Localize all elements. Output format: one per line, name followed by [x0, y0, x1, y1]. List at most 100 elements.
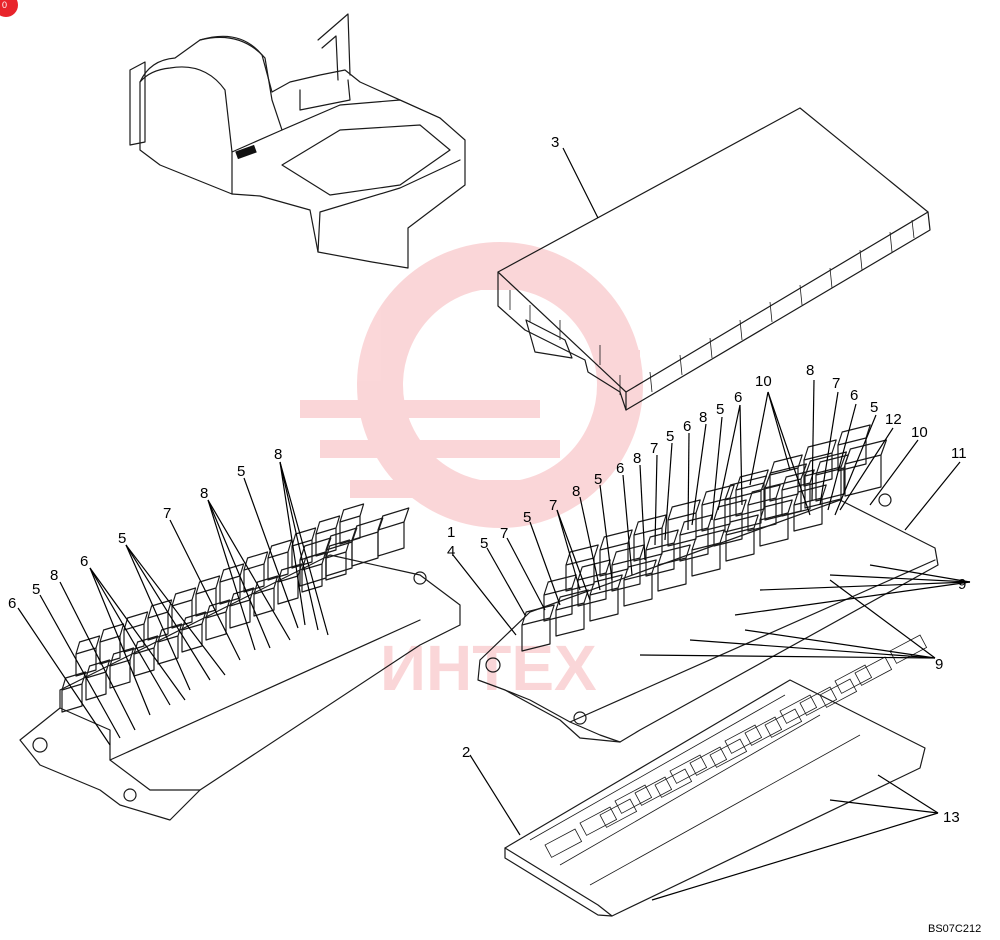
- callout-5-e: 5: [480, 535, 488, 552]
- large-relay-module: [325, 527, 358, 577]
- relay-module: [837, 424, 871, 472]
- callout-5-a: 5: [716, 401, 724, 418]
- callout-8-right-top: 8: [806, 362, 814, 379]
- drawing-reference-code: BS07C212: [928, 923, 981, 935]
- callout-7-right-top: 7: [832, 375, 840, 392]
- leader-9-upper: [734, 564, 971, 616]
- callout-5-c: 5: [594, 471, 602, 488]
- leader-2: [469, 754, 521, 836]
- leader-11: [904, 461, 961, 531]
- relay-module: [747, 484, 781, 532]
- leader-left: [17, 461, 329, 746]
- base-socket: [544, 828, 583, 858]
- large-relay-module: [351, 517, 384, 567]
- relay-module: [667, 499, 701, 547]
- leader-13: [651, 774, 939, 901]
- base-socket: [799, 686, 838, 716]
- callout-6-b: 6: [683, 418, 691, 435]
- callout-7-c: 7: [500, 525, 508, 542]
- callout-8-a: 8: [699, 409, 707, 426]
- svg-text:0: 0: [2, 0, 7, 10]
- callout-5-d: 5: [523, 509, 531, 526]
- callout-12: 12: [885, 411, 902, 428]
- fuse-box-cover: [497, 107, 931, 411]
- relay-module: [291, 527, 317, 569]
- callout-1: 1: [447, 524, 455, 541]
- base-socket: [834, 664, 873, 694]
- callout-6-right-top: 6: [850, 387, 858, 404]
- leader-12: [839, 427, 894, 511]
- relay-module: [725, 514, 759, 562]
- callout-10-right: 10: [911, 424, 928, 441]
- relay-module: [633, 514, 667, 562]
- base-socket: [854, 656, 893, 686]
- leader-10-right: [869, 439, 919, 506]
- large-relay-module: [299, 537, 332, 587]
- large-relay-module: [377, 507, 410, 557]
- fuse-box-location-marker: [235, 144, 257, 160]
- callout-7-a: 7: [650, 440, 658, 457]
- callout-5-b: 5: [666, 428, 674, 445]
- relay-module: [589, 574, 623, 622]
- relay-module: [109, 647, 135, 689]
- callout-3: 3: [551, 134, 559, 151]
- callout-8-left-a: 8: [274, 446, 282, 463]
- relay-module: [195, 575, 221, 617]
- relay-module: [123, 611, 149, 653]
- callout-7-b: 7: [549, 497, 557, 514]
- callout-9-lower: 9: [935, 656, 943, 673]
- base-socket: [634, 776, 673, 806]
- corner-badge: 0: [0, 0, 18, 17]
- relay-module: [803, 439, 837, 487]
- relay-module: [543, 574, 577, 622]
- left-fuse-block-drawing: [19, 554, 461, 821]
- relay-module: [769, 454, 803, 502]
- callout-6-c: 6: [616, 460, 624, 477]
- callout-10-top: 10: [755, 373, 772, 390]
- relay-module: [253, 575, 279, 617]
- callout-13: 13: [943, 809, 960, 826]
- relay-module: [85, 659, 111, 701]
- base-socket: [744, 716, 783, 746]
- relay-module: [623, 559, 657, 607]
- relay-module: [219, 563, 245, 605]
- relay-module: [181, 611, 207, 653]
- callout-5-left-b: 5: [118, 530, 126, 547]
- relay-module: [565, 544, 599, 592]
- base-socket: [889, 634, 928, 664]
- relay-module: [645, 529, 679, 577]
- base-socket: [709, 738, 748, 768]
- leader-1-4: [452, 554, 517, 636]
- relay-module: [521, 604, 555, 652]
- relay-module: [599, 529, 633, 577]
- callout-4: 4: [447, 543, 455, 560]
- right-block-components: [521, 424, 887, 652]
- callout-5-left-a: 5: [237, 463, 245, 480]
- left-block-components: [61, 503, 410, 713]
- base-socket: [689, 746, 728, 776]
- callout-8-c: 8: [572, 483, 580, 500]
- relay-module: [759, 499, 793, 547]
- large-relay-module: [724, 475, 767, 533]
- watermark-logo: ИНТЕХ: [300, 242, 643, 704]
- leader-right-upper: [486, 379, 877, 616]
- watermark-text: ИНТЕХ: [380, 632, 597, 704]
- callout-7-left: 7: [163, 505, 171, 522]
- leader-lines: [17, 147, 971, 901]
- relay-module: [205, 599, 231, 641]
- base-socket: [764, 708, 803, 738]
- relay-module: [315, 515, 341, 557]
- callout-6-left-a: 6: [80, 553, 88, 570]
- callout-6-left-b: 6: [8, 595, 16, 612]
- callout-8-left-b: 8: [200, 485, 208, 502]
- relay-module: [171, 587, 197, 629]
- relay-module: [679, 514, 713, 562]
- base-socket: [599, 798, 638, 828]
- leader-10-top: [749, 391, 811, 516]
- fuse-box-base-plate: [504, 634, 928, 917]
- relay-module: [75, 635, 101, 677]
- relay-module: [657, 544, 691, 592]
- callout-9-upper: 9: [958, 576, 966, 593]
- base-socket: [669, 754, 708, 784]
